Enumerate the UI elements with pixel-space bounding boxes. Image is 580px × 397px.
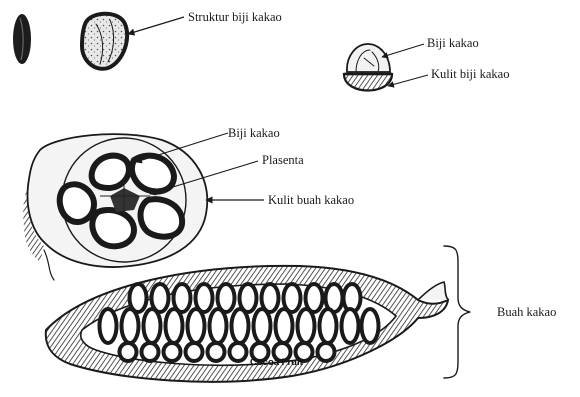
pod-seed: [230, 343, 247, 361]
seed-structure-illustration: [82, 14, 127, 69]
seed-structure-arrow: [128, 17, 184, 34]
pod-seed: [362, 309, 379, 343]
pod-seed: [142, 343, 159, 361]
pod-seed: [186, 343, 203, 361]
pod-seed: [298, 309, 315, 343]
fruit-cross-section-illustration: [23, 134, 207, 280]
pod-seed: [276, 309, 293, 343]
pod-seed: [166, 309, 183, 343]
whole-bean-illustration: [13, 14, 31, 64]
pod-caption: Cocoa Fruit: [250, 357, 304, 368]
label-seed-skin: Kulit biji kakao: [431, 67, 509, 81]
pod-seed: [232, 309, 249, 343]
label-fruit-skin: Kulit buah kakao: [268, 193, 354, 207]
seed-with-skin-illustration: [344, 44, 392, 91]
pod-seed: [122, 309, 139, 343]
pod-seed: [188, 309, 205, 343]
pod-seed: [320, 309, 337, 343]
pod-seed: [342, 309, 359, 343]
pod-seed: [144, 309, 161, 343]
label-placenta: Plasenta: [262, 153, 304, 167]
pod-seed: [210, 309, 227, 343]
label-seed-structure: Struktur biji kakao: [188, 10, 282, 24]
pod-seed: [208, 343, 225, 361]
label-fruit: Buah kakao: [497, 305, 556, 319]
seed-skin-arrow: [388, 75, 428, 86]
pod-seed: [164, 343, 181, 361]
cocoa-pod-illustration: [46, 266, 448, 382]
seed-arrow: [382, 44, 424, 57]
fruit-bracket: [444, 246, 470, 378]
pod-seed: [254, 309, 271, 343]
label-seed-small: Biji kakao: [427, 36, 479, 50]
label-seed-cross: Biji kakao: [228, 126, 280, 140]
pod-seed: [100, 309, 117, 343]
pod-seed: [318, 343, 335, 361]
pod-seed: [120, 343, 137, 361]
